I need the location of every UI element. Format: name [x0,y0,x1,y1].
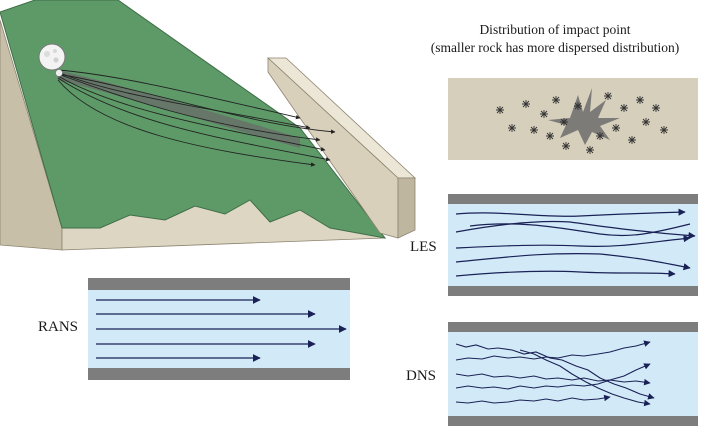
trajectory-line [57,77,331,162]
trajectory-band [58,70,300,148]
trajectory-line [57,73,336,134]
trajectory-line [57,73,321,142]
impact-point [560,118,568,126]
trajectory-line [57,71,311,130]
impact-point [574,102,582,110]
les-label: LES [410,239,437,255]
impact-point [552,96,560,104]
channel-wall-top [448,322,698,332]
les-streamlines [455,208,696,278]
dns-label: DNS [406,368,437,384]
rans-label: RANS [38,319,79,335]
channel-fluid [448,204,698,286]
impact-point [586,146,594,154]
impact-point [604,92,612,100]
streamline [455,340,651,361]
channel-wall-top [88,278,350,290]
les-channel [448,194,698,296]
impact-point [546,132,554,140]
streamline [455,220,696,240]
impact-title-line2: (smaller rock has more dispersed distrib… [430,40,680,55]
slope-illustration [0,0,417,251]
streamline [469,223,691,237]
rans-channel [88,278,350,380]
impact-point [660,126,668,134]
barrier-wall-side [397,177,416,239]
streamline [455,235,691,249]
streamline [455,394,611,404]
channel-wall-bottom [448,286,698,296]
impact-points [496,92,668,154]
impact-point [652,104,660,112]
streamline [455,208,686,217]
impact-point [612,124,620,132]
impact-point [540,110,548,118]
impact-distribution [448,78,698,160]
channel-wall-bottom [88,368,350,380]
channel-wall-bottom [448,416,698,426]
impact-point [628,136,636,144]
channel-wall-top [448,194,698,204]
impact-point [596,132,604,140]
dns-streamlines [455,340,655,407]
rans-streamlines [96,296,347,362]
impact-point [522,100,530,108]
rock-trajectories [57,69,336,167]
trajectory-line [57,75,326,152]
streamline [455,363,651,390]
impact-point [496,106,504,114]
impact-point [508,124,516,132]
impact-point [636,96,644,104]
slope-surface [0,0,387,239]
streamline [455,373,651,386]
impact-title-line1: Distribution of impact point [479,22,631,37]
impact-point [642,118,650,126]
trajectory-line [57,69,301,120]
impact-point [530,126,538,134]
impact-point [562,142,570,150]
streamline [455,253,691,271]
streamline [455,270,676,278]
streamline [519,349,651,407]
dns-channel [448,322,698,426]
trajectory-line [57,79,316,167]
impact-cluster [548,88,620,145]
boulder-icon [38,43,66,77]
barrier-wall-face [267,57,399,239]
impact-point [620,104,628,112]
streamline [455,343,655,400]
